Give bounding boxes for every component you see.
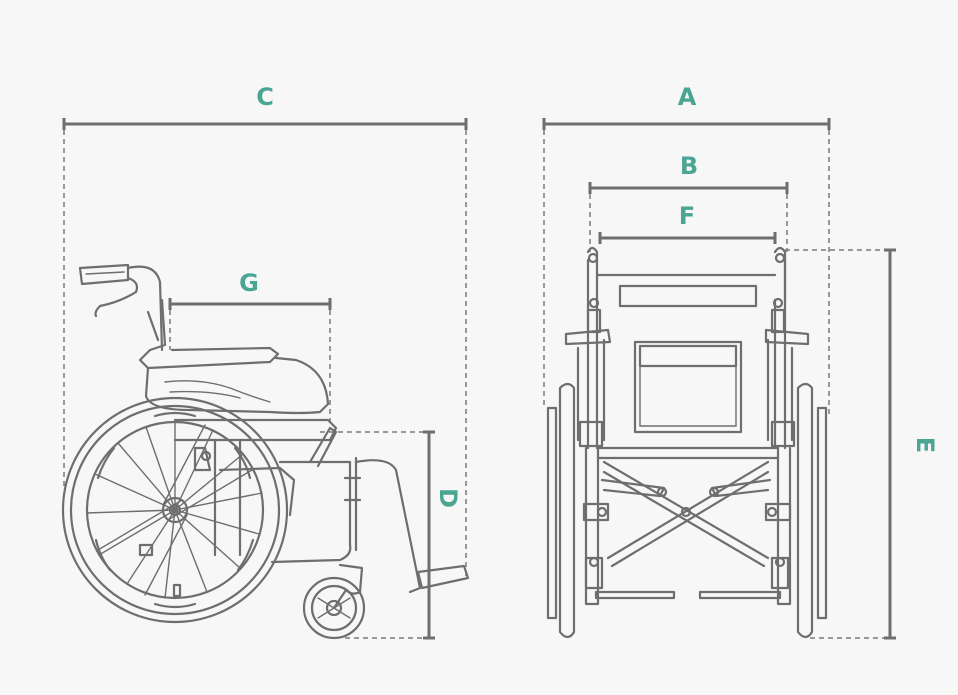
wheelchair-front-view-icon [546, 246, 828, 639]
label-b: B [680, 152, 698, 180]
label-e: E [911, 437, 939, 453]
wheelchair-side-view-icon [61, 263, 470, 640]
label-a: A [678, 83, 697, 111]
label-f: F [679, 202, 695, 230]
label-g: G [239, 269, 259, 297]
extension-lines [63, 130, 884, 639]
label-d: D [434, 488, 462, 508]
dimension-lines [62, 118, 896, 640]
label-c: C [256, 83, 274, 111]
